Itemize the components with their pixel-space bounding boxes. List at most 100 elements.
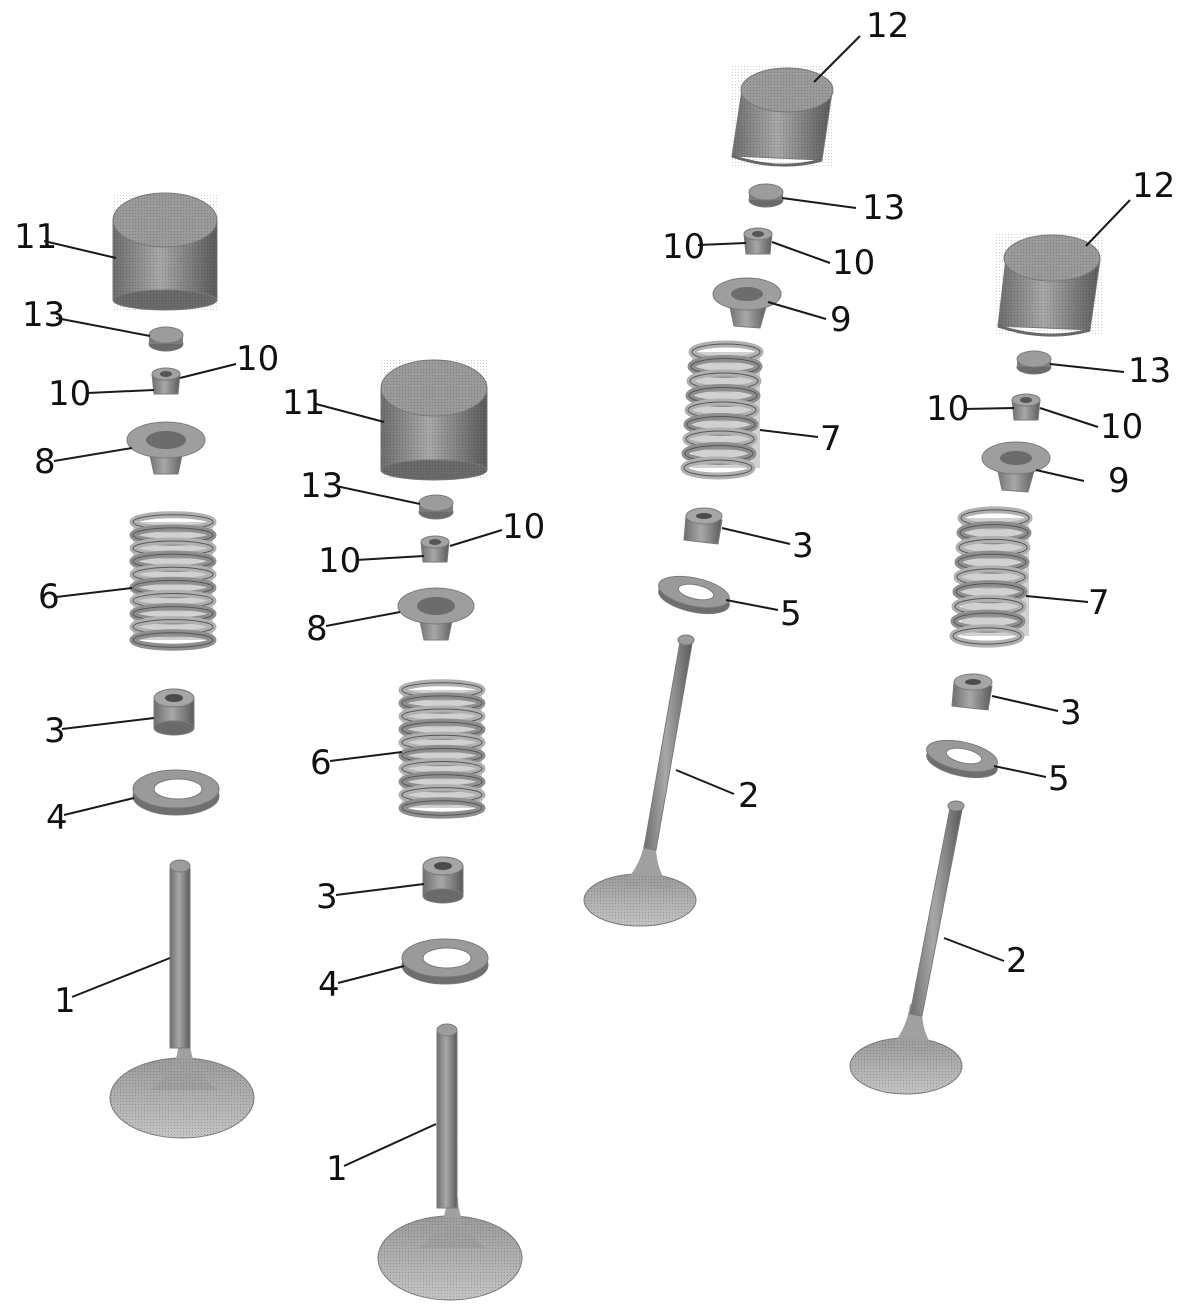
callout-13d: 13 bbox=[1128, 351, 1171, 391]
spring-coil-edge bbox=[401, 800, 483, 816]
callout-12a: 12 bbox=[866, 6, 909, 46]
callout-8b: 8 bbox=[306, 609, 328, 649]
leader-5b bbox=[993, 765, 1047, 778]
leader-7a bbox=[759, 429, 819, 438]
leader-2b bbox=[943, 937, 1005, 962]
callout-1b: 1 bbox=[326, 1149, 348, 1189]
spring-retainer-8-left bbox=[126, 421, 206, 475]
spring-seat-washer-4-left bbox=[132, 769, 220, 816]
callout-10a-right: 10 bbox=[236, 339, 279, 379]
leader-10d-r bbox=[1039, 407, 1099, 428]
callout-5b: 5 bbox=[1048, 759, 1070, 799]
leader-3a bbox=[61, 717, 155, 730]
callout-11b: 11 bbox=[282, 383, 325, 423]
callout-10b-right: 10 bbox=[502, 507, 545, 547]
callout-9a: 9 bbox=[830, 300, 852, 340]
leader-10a-r bbox=[179, 363, 237, 379]
leader-7b bbox=[1025, 595, 1089, 603]
intake-valve-1-center bbox=[377, 1023, 523, 1301]
valve-spring-7-upper bbox=[680, 340, 764, 480]
keeper-10-right bbox=[1011, 393, 1041, 421]
shim-13-left bbox=[148, 326, 184, 352]
callout-7a: 7 bbox=[820, 419, 842, 459]
leader-1b bbox=[343, 1123, 437, 1167]
leader-9b bbox=[1035, 469, 1085, 482]
bucket-tappet-12-right bbox=[996, 232, 1102, 337]
leader-3d bbox=[991, 695, 1059, 712]
shim-13-right bbox=[1016, 350, 1052, 375]
callout-1a: 1 bbox=[54, 981, 76, 1021]
callout-10c-right: 10 bbox=[832, 243, 875, 283]
valve-spring-7-right bbox=[949, 506, 1033, 648]
leader-6a bbox=[55, 587, 133, 598]
callout-10a-left: 10 bbox=[48, 374, 91, 414]
leader-10d-l bbox=[963, 407, 1015, 410]
callout-2b: 2 bbox=[1006, 941, 1028, 981]
leader-4b bbox=[337, 965, 405, 984]
leader-13c bbox=[781, 197, 857, 209]
leader-10a-l bbox=[87, 389, 155, 394]
callout-9b: 9 bbox=[1108, 461, 1130, 501]
valve-spring-6-left bbox=[129, 511, 217, 651]
callout-7b: 7 bbox=[1088, 583, 1110, 623]
callout-4b: 4 bbox=[318, 965, 340, 1005]
bucket-tappet-12-upper bbox=[730, 66, 834, 168]
keeper-10-upper bbox=[743, 227, 773, 255]
callout-5a: 5 bbox=[780, 594, 802, 634]
callout-11a: 11 bbox=[14, 217, 57, 257]
leader-10b-r bbox=[449, 529, 503, 547]
intake-valve-1-left bbox=[109, 859, 255, 1139]
exhaust-valve-2-right bbox=[849, 800, 965, 1095]
callout-3a: 3 bbox=[44, 711, 66, 751]
valve-spring-6-center bbox=[398, 679, 486, 819]
leader-5a bbox=[725, 599, 779, 611]
keeper-10-center bbox=[420, 535, 450, 563]
leader-6b bbox=[329, 751, 403, 762]
leader-11a bbox=[43, 240, 117, 259]
spring-coil-edge bbox=[952, 627, 1022, 645]
callout-6b: 6 bbox=[310, 743, 332, 783]
callout-6a: 6 bbox=[38, 577, 60, 617]
exhaust-valve-2-upper bbox=[583, 634, 697, 927]
callout-3b: 3 bbox=[316, 877, 338, 917]
leader-10b-l bbox=[355, 555, 425, 561]
callout-10d-right: 10 bbox=[1100, 407, 1143, 447]
bucket-tappet-11-left bbox=[112, 192, 218, 311]
callout-13c: 13 bbox=[862, 188, 905, 228]
leader-4a bbox=[63, 797, 135, 816]
leader-3b bbox=[335, 883, 425, 896]
spring-retainer-9-upper bbox=[712, 277, 782, 329]
leader-13d bbox=[1049, 363, 1125, 373]
callout-13a: 13 bbox=[22, 295, 65, 335]
callout-8a: 8 bbox=[34, 442, 56, 482]
shim-13-upper bbox=[748, 183, 784, 208]
spring-retainer-9-right bbox=[981, 441, 1051, 493]
shim-13-center bbox=[418, 494, 454, 520]
spring-coil-edge bbox=[132, 632, 214, 648]
callout-3d: 3 bbox=[1060, 693, 1082, 733]
callout-10c-left: 10 bbox=[662, 227, 705, 267]
valve-stem-seal-3-left bbox=[153, 688, 195, 736]
leader-9a bbox=[767, 301, 827, 320]
bucket-tappet-11-center bbox=[380, 359, 488, 481]
leader-10c-r bbox=[771, 241, 831, 264]
valve-stem-seal-3-center bbox=[422, 856, 464, 904]
callout-12b: 12 bbox=[1132, 166, 1175, 206]
leader-10c-l bbox=[697, 242, 747, 246]
leader-12a bbox=[813, 35, 861, 83]
leader-12b bbox=[1085, 199, 1131, 247]
spring-seat-washer-5-right bbox=[926, 739, 998, 779]
spring-seat-washer-4-center bbox=[401, 938, 489, 985]
callout-2a: 2 bbox=[738, 776, 760, 816]
valve-stem-seal-3-right bbox=[951, 673, 993, 711]
leader-2a bbox=[675, 769, 735, 795]
leader-11b bbox=[315, 403, 385, 423]
callout-10d-left: 10 bbox=[926, 389, 969, 429]
callout-10b-left: 10 bbox=[318, 541, 361, 581]
valve-stem-seal-3-upper bbox=[683, 507, 723, 545]
callout-4a: 4 bbox=[46, 798, 68, 838]
spring-retainer-8-center bbox=[397, 587, 475, 641]
leader-3c bbox=[721, 527, 791, 545]
leader-lines bbox=[43, 35, 1131, 1167]
